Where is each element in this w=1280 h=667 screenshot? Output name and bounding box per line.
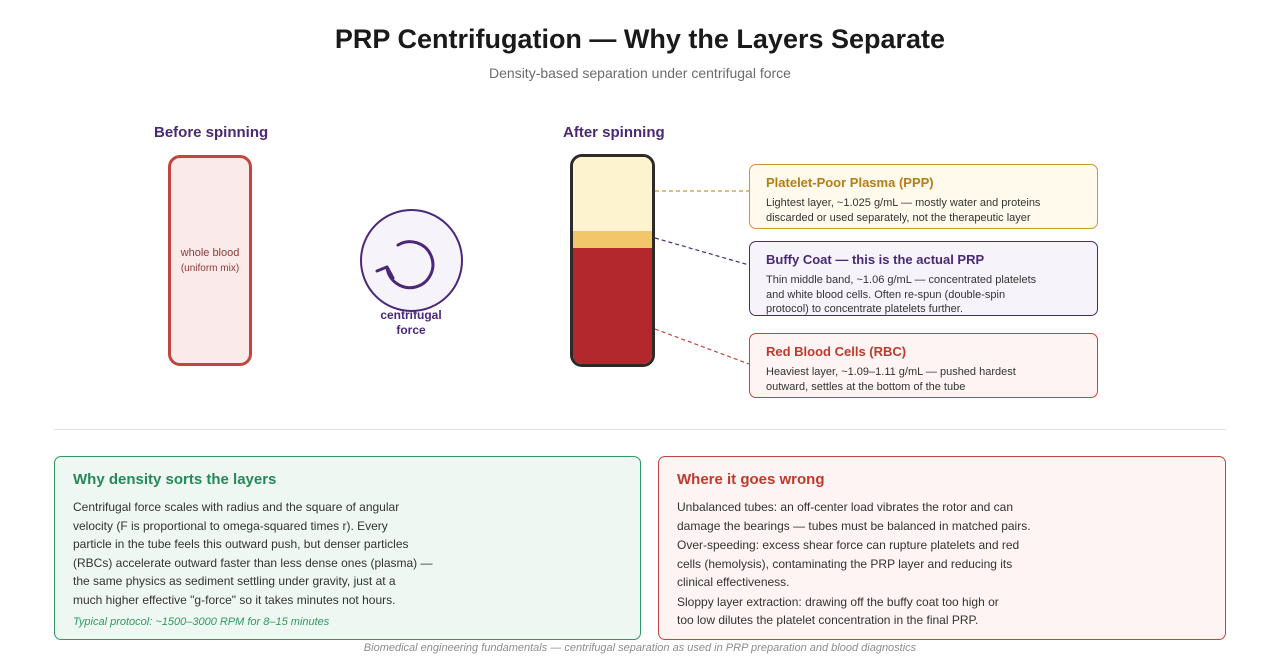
ppp-callout-title: Platelet-Poor Plasma (PPP) [766,175,934,190]
ppp-callout-body: Lightest layer, ~1.025 g/mL — mostly wat… [766,197,1041,224]
buffy-coat-callout: Buffy Coat — this is the actual PRP Thin… [749,241,1098,316]
unbalanced-tubes-item: Unbalanced tubes: an off-center load vib… [677,500,1031,533]
ppp-layer [573,157,652,231]
buffy-coat-callout-body: Thin middle band, ~1.06 g/mL — concentra… [766,274,1037,315]
rotation-arrow-icon [375,240,435,290]
rbc-layer [573,248,652,364]
over-speeding-item: Over-speeding: excess shear force can ru… [677,538,1020,589]
failure-modes-panel: Where it goes wrong Unbalanced tubes: an… [658,456,1226,640]
page-subtitle: Density-based separation under centrifug… [489,65,791,81]
centrifugal-force-label: centrifugal force [380,308,442,337]
rbc-callout: Red Blood Cells (RBC) Heaviest layer, ~1… [749,333,1098,398]
centrifugal-force-diagram [360,209,463,312]
footer-caption: Biomedical engineering fundamentals — ce… [363,642,917,654]
rbc-callout-body: Heaviest layer, ~1.09–1.11 g/mL — pushed… [766,366,1016,393]
ppp-callout: Platelet-Poor Plasma (PPP) Lightest laye… [749,164,1098,229]
separated-blood-tube [570,154,655,367]
buffy-connector [654,237,750,266]
page-title: PRP Centrifugation — Why the Layers Sepa… [334,24,946,54]
after-spinning-label: After spinning [563,124,665,141]
before-spinning-label: Before spinning [154,124,269,141]
layer-extraction-item: Sloppy layer extraction: drawing off the… [677,594,999,628]
typical-protocol-note: Typical protocol: ~1500–3000 RPM for 8–1… [73,616,330,628]
whole-blood-text: whole blood [180,247,240,259]
buffy-coat-layer [573,231,652,248]
section-divider [54,429,1226,430]
uniform-mix-text: (uniform mix) [180,263,240,274]
buffy-coat-callout-title: Buffy Coat — this is the actual PRP [766,252,985,267]
density-panel-body: Centrifugal force scales with radius and… [73,500,433,607]
density-panel-title: Why density sorts the layers [73,471,277,488]
rbc-connector [654,328,750,365]
rbc-callout-title: Red Blood Cells (RBC) [766,344,907,359]
whole-blood-tube: whole blood (uniform mix) [168,155,252,366]
density-explanation-panel: Why density sorts the layers Centrifugal… [54,456,641,640]
failure-panel-title: Where it goes wrong [677,471,825,488]
